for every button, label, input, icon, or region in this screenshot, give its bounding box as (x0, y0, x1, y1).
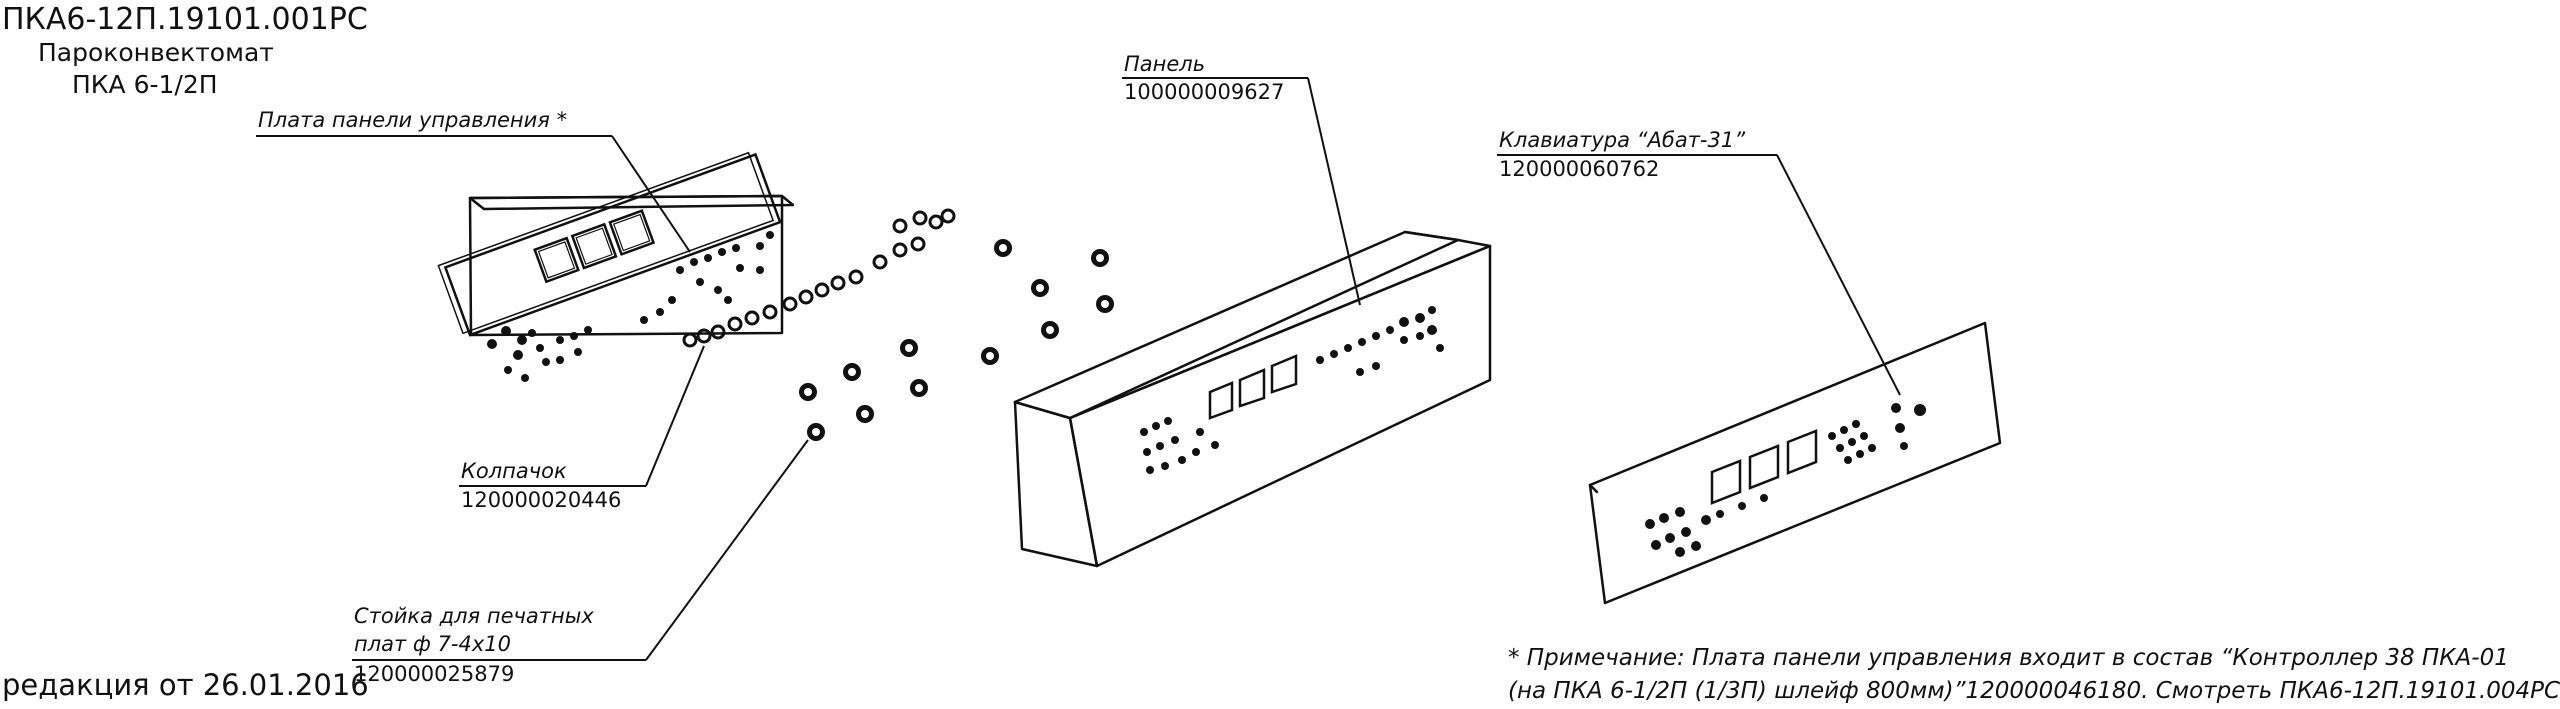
callout-control-board-name: Плата панели управления * (258, 108, 568, 132)
pcb-components (487, 231, 774, 382)
callout-standoff-name-line2: плат ф 7-4х10 (354, 632, 512, 656)
caps (682, 208, 956, 348)
panel-drawing (1013, 230, 1492, 568)
product-name: Пароконвектомат (38, 38, 274, 67)
product-model: ПКА 6-1/2П (72, 70, 218, 99)
leader-lines (256, 77, 1901, 661)
footnote-line-2: (на ПКА 6-1/2П (1/3П) шлейф 800мм)”12000… (1508, 678, 2560, 704)
document-code: ПКА6-12П.19101.001РС (2, 2, 368, 37)
callout-cap-code: 120000020446 (461, 488, 622, 512)
callout-panel-name: Панель (1124, 52, 1206, 76)
panel-face-details (1140, 306, 1444, 474)
revision-date: редакция от 26.01.2016 (2, 668, 369, 702)
callout-standoff-name-line1: Стойка для печатных (354, 604, 594, 628)
callout-standoff-code: 120000025879 (354, 662, 515, 686)
pcb-board (437, 151, 782, 337)
keyboard-drawing (1588, 321, 2002, 605)
callout-cap-name: Колпачок (461, 459, 567, 483)
callout-panel-code: 100000009627 (1124, 80, 1285, 104)
exploded-assembly-drawing (256, 77, 2002, 661)
callout-keyboard-name: Клавиатура “Абат-31” (1499, 128, 1746, 152)
footnote-line-1: * Примечание: Плата панели управления вх… (1508, 645, 2509, 671)
callout-keyboard-code: 120000060762 (1499, 157, 1660, 181)
keyboard-face-details (1645, 403, 1926, 557)
control-board-drawing (468, 194, 795, 337)
